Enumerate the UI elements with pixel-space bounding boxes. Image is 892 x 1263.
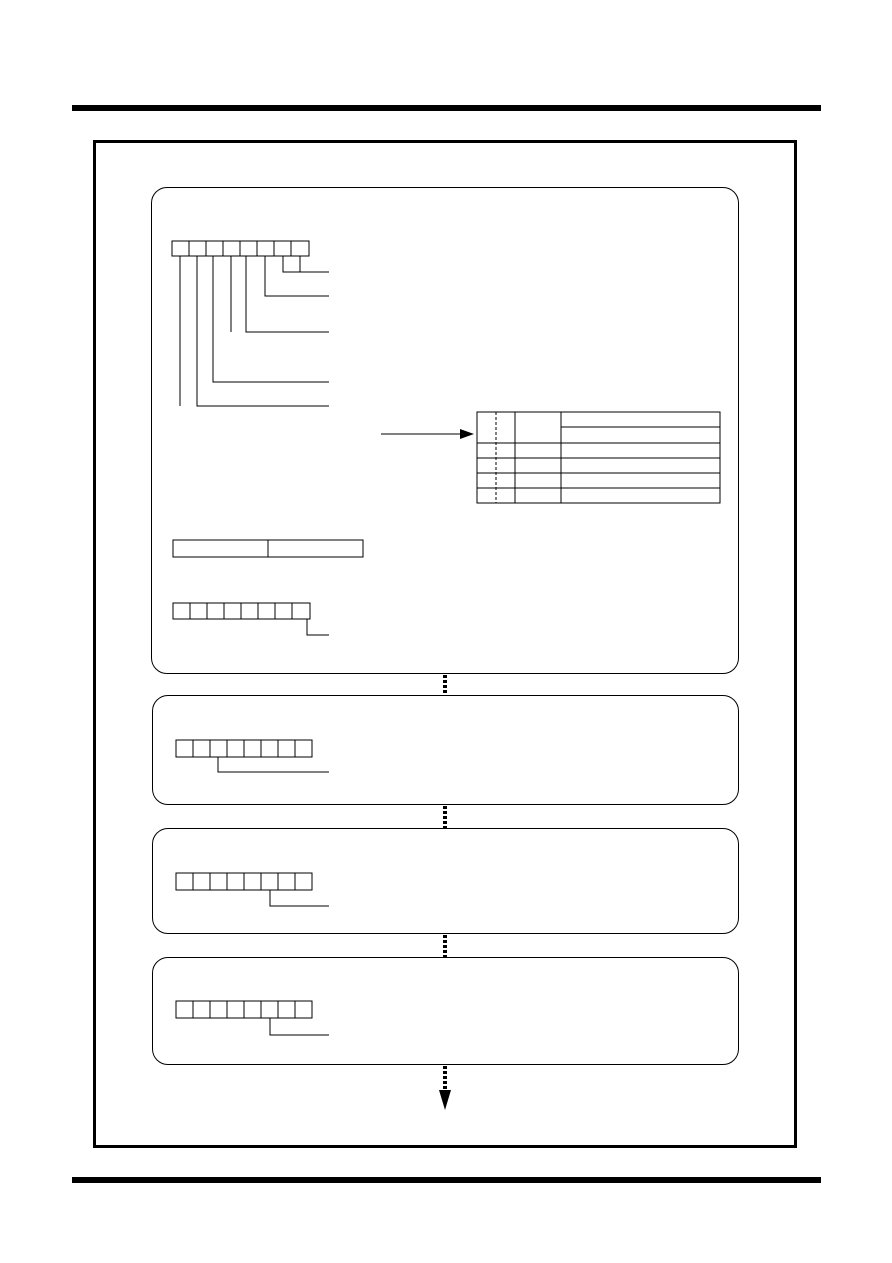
register-row-3 — [175, 739, 329, 773]
register-16bit — [172, 539, 364, 558]
figure-frame — [93, 140, 797, 1148]
panel-1 — [151, 187, 739, 674]
top-rule — [72, 105, 821, 111]
panel-3 — [152, 828, 739, 934]
register-row-1 — [171, 240, 310, 257]
panel-2 — [152, 695, 739, 805]
panel-4 — [152, 957, 739, 1065]
mode-table — [476, 411, 721, 504]
register-row-4 — [175, 872, 329, 907]
register-row-5 — [175, 1000, 329, 1036]
arrow-down-icon — [439, 1090, 451, 1110]
bottom-rule — [72, 1177, 821, 1183]
arrow-right-icon — [460, 429, 474, 439]
register-row-2 — [172, 602, 329, 636]
bit-leaders-1 — [179, 256, 329, 407]
